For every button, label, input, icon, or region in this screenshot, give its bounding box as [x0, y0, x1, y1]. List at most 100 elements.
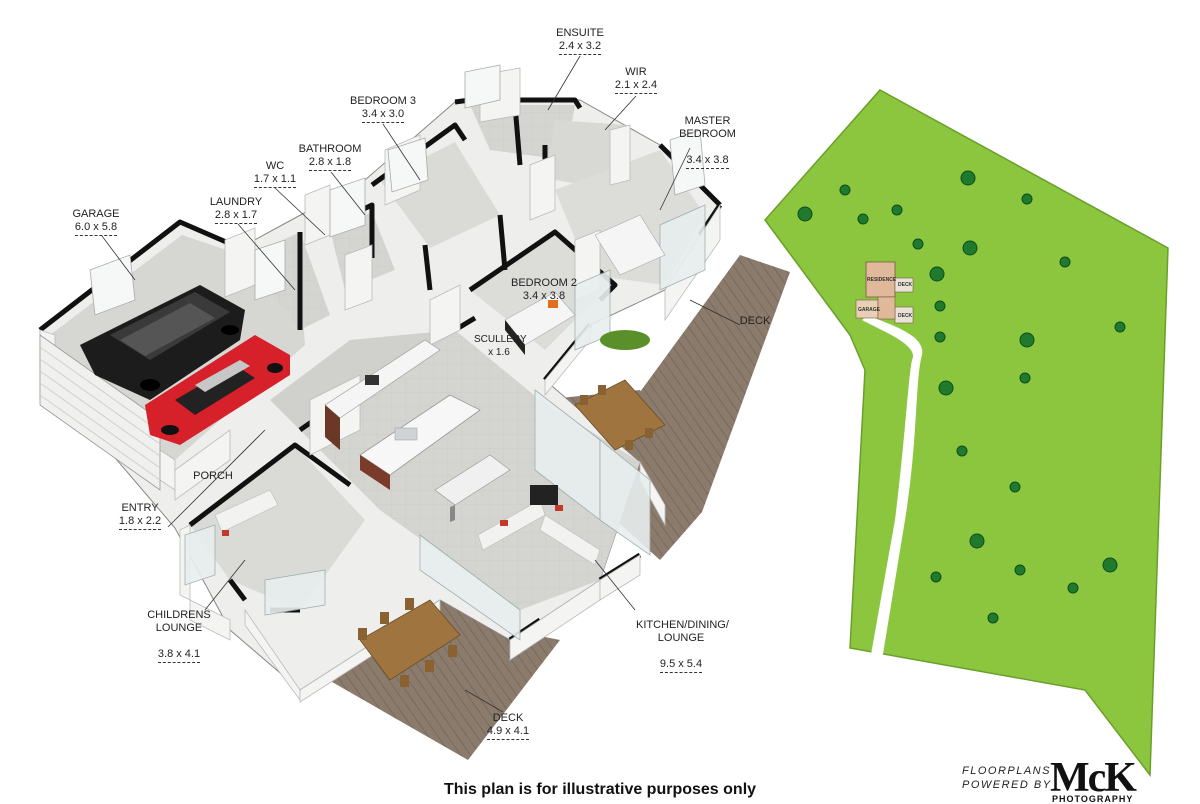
disclaimer-text: This plan is for illustrative purposes o…	[443, 781, 757, 798]
site-tree	[1019, 372, 1031, 384]
site-tree	[1067, 582, 1079, 594]
brand-wordmark: McK	[1050, 755, 1137, 801]
black-suv	[80, 285, 245, 400]
garden-shrub	[600, 330, 650, 350]
site-tree	[934, 331, 946, 343]
room-name-bedroom3: BEDROOM 3	[349, 95, 416, 107]
label-entry: ENTRY 1.8 x 2.2	[110, 502, 170, 530]
room-name-entry: ENTRY	[121, 502, 159, 514]
site-tree	[912, 238, 924, 250]
room-dims-ensuite: 2.4 x 3.2	[558, 40, 602, 55]
room-name-garage: GARAGE	[72, 208, 120, 220]
brand-tagline: FLOORPLANS POWERED BY	[962, 764, 1052, 792]
glass-doors	[184, 204, 706, 641]
room-name-wir: WIR	[625, 66, 647, 78]
room-dims-laundry: 2.8 x 1.7	[214, 209, 258, 224]
room-name-deck-right: DECK	[739, 315, 771, 327]
room-dims-deck-bottom: 4.9 x 4.1	[486, 725, 530, 740]
red-convertible	[145, 335, 290, 445]
site-tree	[929, 266, 945, 282]
label-wir: WIR 2.1 x 2.4	[604, 66, 668, 94]
room-name-scullery: SCULLERY	[474, 334, 527, 345]
room-name-porch: PORCH	[193, 470, 233, 482]
garage-door	[39, 334, 161, 491]
label-garage: GARAGE 6.0 x 5.8	[58, 208, 134, 236]
kitchen-bench	[324, 339, 441, 450]
site-tree	[1059, 256, 1071, 268]
site-tree	[797, 206, 813, 222]
label-scullery: SCULLERY x 1.6	[474, 333, 527, 359]
site-tree	[930, 571, 942, 583]
room-dims-childrens: 3.8 x 4.1	[157, 648, 201, 663]
site-tree	[960, 170, 976, 186]
label-bathroom: BATHROOM 2.8 x 1.8	[292, 143, 368, 171]
room-dims-master: 3.4 x 3.8	[686, 154, 729, 169]
label-master: MASTER BEDROOM 3.4 x 3.8	[670, 102, 745, 169]
room-dims-garage: 6.0 x 5.8	[74, 221, 118, 236]
childrens-floor	[190, 445, 365, 610]
room-dims-scullery: x 1.6	[488, 347, 510, 358]
site-lot	[764, 89, 1169, 778]
site-label-garage: GARAGE	[858, 307, 880, 313]
room-name-ensuite: ENSUITE	[556, 27, 604, 39]
room-name-kitchen: KITCHEN/DINING/ LOUNGE	[636, 619, 729, 644]
label-wc: WC 1.7 x 1.1	[247, 160, 303, 188]
room-name-bedroom2: BEDROOM 2	[510, 277, 577, 289]
room-name-childrens: CHILDRENS LOUNGE	[147, 609, 211, 634]
room-name-master: MASTER BEDROOM	[679, 115, 736, 140]
label-ensuite: ENSUITE 2.4 x 3.2	[548, 27, 612, 55]
dining-table	[434, 454, 511, 522]
room-name-laundry: LAUNDRY	[209, 196, 263, 208]
label-kitchen: KITCHEN/DINING/ LOUNGE 9.5 x 5.4	[636, 606, 729, 673]
room-dims-entry: 1.8 x 2.2	[118, 515, 162, 530]
site-label-deck-2: DECK	[898, 313, 913, 319]
site-tree	[891, 204, 903, 216]
site-driveway	[862, 315, 923, 660]
room-dims-bedroom3: 3.4 x 3.0	[361, 108, 405, 123]
site-tree	[938, 380, 954, 396]
label-deck-right: DECK	[735, 315, 775, 328]
site-tree	[962, 240, 978, 256]
label-childrens: CHILDRENS LOUNGE 3.8 x 4.1	[140, 596, 218, 663]
windows	[89, 64, 706, 316]
brand-subtitle: PHOTOGRAPHY	[1052, 794, 1134, 804]
site-trees	[797, 170, 1126, 624]
room-name-bathroom: BATHROOM	[298, 143, 362, 155]
deck-dining-bottom	[358, 598, 461, 687]
label-porch: PORCH	[188, 470, 238, 483]
site-tree	[857, 213, 869, 225]
label-bedroom2: BEDROOM 2 3.4 x 3.8	[506, 277, 582, 303]
site-tree	[956, 445, 968, 457]
childrens-sofa	[214, 489, 279, 536]
room-dims-wir: 2.1 x 2.4	[614, 79, 658, 94]
site-label-residence: RESIDENCE	[867, 277, 897, 283]
bedroom2-bed	[504, 291, 576, 355]
site-tree	[839, 184, 851, 196]
label-deck-bottom: DECK 4.9 x 4.1	[478, 712, 538, 740]
leader-lines	[101, 55, 741, 713]
kitchen-island	[359, 394, 481, 490]
brand-tagline-1: FLOORPLANS	[962, 765, 1051, 777]
site-tree	[969, 533, 985, 549]
room-name-wc: WC	[265, 160, 285, 172]
brand-tagline-2: POWERED BY	[962, 779, 1052, 791]
room-dims-kitchen: 9.5 x 5.4	[659, 658, 703, 673]
site-tree	[987, 612, 999, 624]
site-plan	[764, 89, 1169, 778]
site-tree	[1019, 332, 1035, 348]
room-dims-bedroom2: 3.4 x 3.8	[522, 290, 566, 302]
label-bedroom3: BEDROOM 3 3.4 x 3.0	[342, 95, 424, 123]
site-tree	[934, 300, 946, 312]
deck-dining-right	[574, 379, 666, 451]
site-label-deck-1: DECK	[898, 282, 913, 288]
site-tree	[1014, 564, 1026, 576]
deck-right-surface	[640, 255, 790, 512]
brand-logo: FLOORPLANS POWERED BY McK PHOTOGRAPHY	[962, 755, 1192, 804]
site-tree	[1102, 557, 1118, 573]
site-tree	[1114, 321, 1126, 333]
master-bed	[594, 214, 666, 276]
site-tree	[1009, 481, 1021, 493]
room-name-deck-bottom: DECK	[492, 712, 524, 724]
room-dims-bathroom: 2.8 x 1.8	[308, 156, 352, 171]
